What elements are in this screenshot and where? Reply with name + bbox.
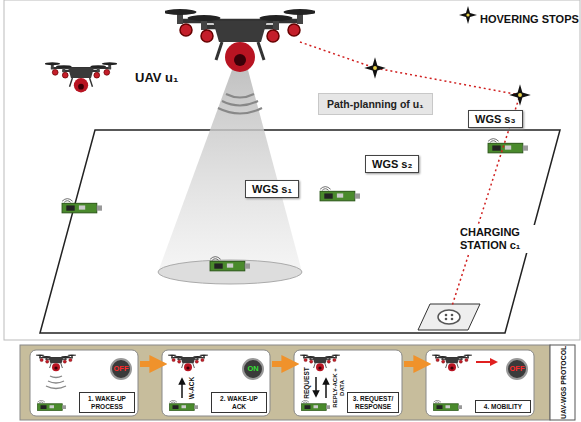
protocol-step: ON 2. WAKE-UP ACK: [162, 350, 270, 416]
ground-sensor: [62, 199, 102, 213]
protocol-step: 3. REQUEST/ RESPONSE: [294, 350, 402, 416]
ground-sensor: [320, 187, 360, 201]
charging-pad: [418, 304, 480, 330]
hovering-stop: [364, 57, 386, 79]
sensor-label-box: WGS s₂: [365, 155, 419, 173]
flight-path: [300, 42, 520, 306]
message-label: W-ACK: [188, 377, 195, 399]
station-name: CHARGING STATION c₁: [458, 225, 566, 253]
path-planning-box: Path-planning of u₁: [318, 93, 433, 115]
protocol-panel: [20, 345, 550, 420]
node-text: UAV-WGS PROTOCOL: [559, 347, 566, 419]
protocol-step: OFF 1. WAKE-UP PROCESS: [30, 350, 138, 416]
status-text: OFF: [114, 365, 129, 373]
step-arrow: [140, 361, 153, 367]
status-indicator: OFF: [506, 358, 528, 380]
status-text: ON: [247, 365, 258, 373]
message-label: REPLY-ACK + DATA: [332, 368, 345, 408]
step-label: 1. WAKE-UP PROCESS: [79, 392, 135, 413]
ground-sensor: [210, 257, 250, 271]
step-cards: [30, 350, 534, 416]
node-text: Path-planning of u₁: [327, 98, 424, 110]
legend-entry: HOVERING STOPS: [480, 9, 579, 27]
sensor-label-box: WGS s₁: [245, 180, 299, 198]
step-arrow: [404, 361, 417, 367]
node-text: WGS s₁: [252, 183, 292, 195]
step-label: 2. WAKE-UP ACK: [211, 392, 267, 413]
sensor-label-box: WGS s₃: [468, 110, 523, 128]
uav-main: [164, 9, 317, 72]
uav-name: UAV u₁: [135, 70, 178, 85]
step-label: 3. REQUEST/ RESPONSE: [347, 392, 399, 413]
protocol-panel: OFF 1. WAKE-UP PROCESS ON 2. WAKE-UP ACK 3. …: [20, 345, 577, 420]
ground-sensor: [488, 139, 528, 153]
uav-small: [44, 62, 117, 92]
legend-star: [459, 6, 477, 24]
status-indicator: ON: [242, 358, 264, 380]
step-label: 4. MOBILITY: [475, 400, 531, 413]
wake-up-waves: [218, 94, 262, 114]
node-text: WGS s₃: [475, 113, 516, 125]
step-arrow: [272, 361, 285, 367]
protocol-tab: [550, 345, 575, 420]
node-text: WGS s₂: [372, 158, 412, 170]
status-indicator: OFF: [110, 358, 132, 380]
legend-text: HOVERING STOPS: [480, 13, 579, 25]
sensing-cone: [158, 70, 302, 272]
hovering-stop: [509, 84, 531, 106]
status-text: OFF: [510, 365, 525, 373]
protocol-step: OFF 4. MOBILITY: [426, 350, 534, 416]
message-label: REQUEST: [303, 367, 310, 398]
top-frame: [4, 0, 580, 340]
